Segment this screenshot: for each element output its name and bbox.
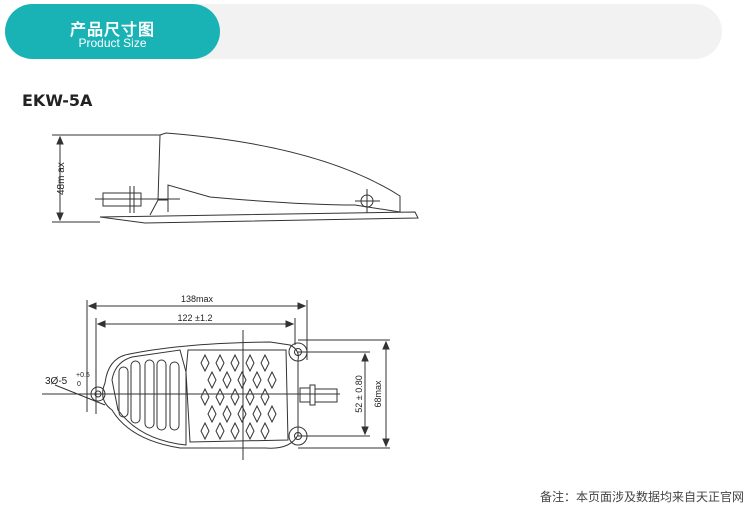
hole-tol-upper: +0.5 [76,372,90,379]
mount-width-label: 52 ± 0.80 [354,375,364,412]
overall-width-label: 68max [373,380,383,408]
mount-length-label: 122 ±1.2 [178,313,213,323]
top-view: 138max 122 ±1.2 52 ± 0.80 68max 3Ø-5 +0.… [42,294,390,460]
hole-label: 3Ø-5 [45,376,68,387]
model-name: EKW-5A [22,91,93,110]
section-title-en: Product Size [78,36,147,50]
section-title-zh: 产品尺寸图 [69,22,155,39]
side-height-label: 48m ax [56,162,67,195]
side-view: 48m ax [52,132,419,224]
footer-note: 备注：本页面涉及数据均来自天正官网 [539,490,744,504]
section-title-pill: 产品尺寸图 Product Size [5,4,220,59]
hole-tol-lower: 0 [77,381,81,388]
diamond-tread [200,353,277,441]
overall-length-label: 138max [181,294,214,304]
ribs [118,359,180,431]
